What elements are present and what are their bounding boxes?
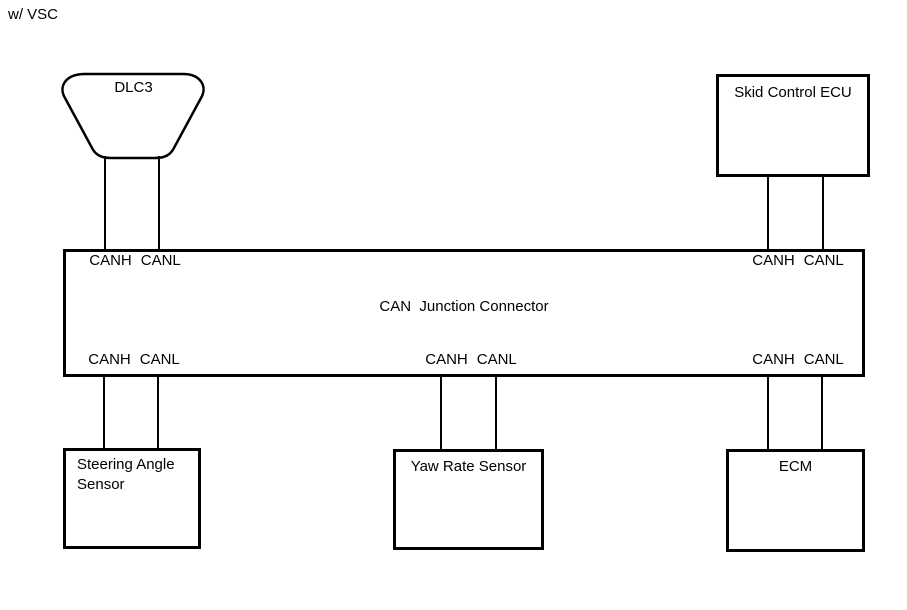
junction-ports-ecm: CANH CANL bbox=[752, 351, 844, 368]
junction-ports-dlc3: CANH CANL bbox=[89, 252, 181, 269]
canh-port-label: CANH bbox=[752, 252, 795, 269]
dlc3-connector-shape bbox=[61, 72, 205, 160]
canl-port-label: CANL bbox=[476, 351, 517, 368]
steering-angle-sensor-box: Steering Angle Sensor bbox=[63, 448, 201, 549]
dlc3-label: DLC3 bbox=[114, 79, 153, 96]
ecm-box: ECM bbox=[726, 449, 865, 552]
junction-ports-skid-ecu: CANH CANL bbox=[752, 252, 844, 269]
canh-port-label: CANH bbox=[89, 252, 132, 269]
steering-angle-sensor-label: Steering Angle Sensor bbox=[77, 456, 175, 493]
canh-port-label: CANH bbox=[88, 351, 131, 368]
junction-ports-steering-sensor: CANH CANL bbox=[88, 351, 180, 368]
can-junction-connector-box: CANH CANL CANH CANL CAN Junction Connect… bbox=[63, 249, 865, 377]
skid-control-ecu-label: Skid Control ECU bbox=[734, 84, 852, 101]
yaw-rate-sensor-box: Yaw Rate Sensor bbox=[393, 449, 544, 550]
junction-ports-yaw-sensor: CANH CANL bbox=[425, 351, 517, 368]
canh-port-label: CANH bbox=[425, 351, 468, 368]
canl-port-label: CANL bbox=[803, 351, 844, 368]
canl-port-label: CANL bbox=[139, 351, 180, 368]
canh-port-label: CANH bbox=[752, 351, 795, 368]
canl-port-label: CANL bbox=[803, 252, 844, 269]
variant-note: w/ VSC bbox=[8, 6, 59, 23]
ecm-label: ECM bbox=[778, 458, 813, 475]
yaw-rate-sensor-label: Yaw Rate Sensor bbox=[410, 458, 527, 475]
canl-port-label: CANL bbox=[140, 252, 181, 269]
skid-control-ecu-box: Skid Control ECU bbox=[716, 74, 870, 177]
can-junction-connector-label: CAN Junction Connector bbox=[379, 298, 549, 315]
